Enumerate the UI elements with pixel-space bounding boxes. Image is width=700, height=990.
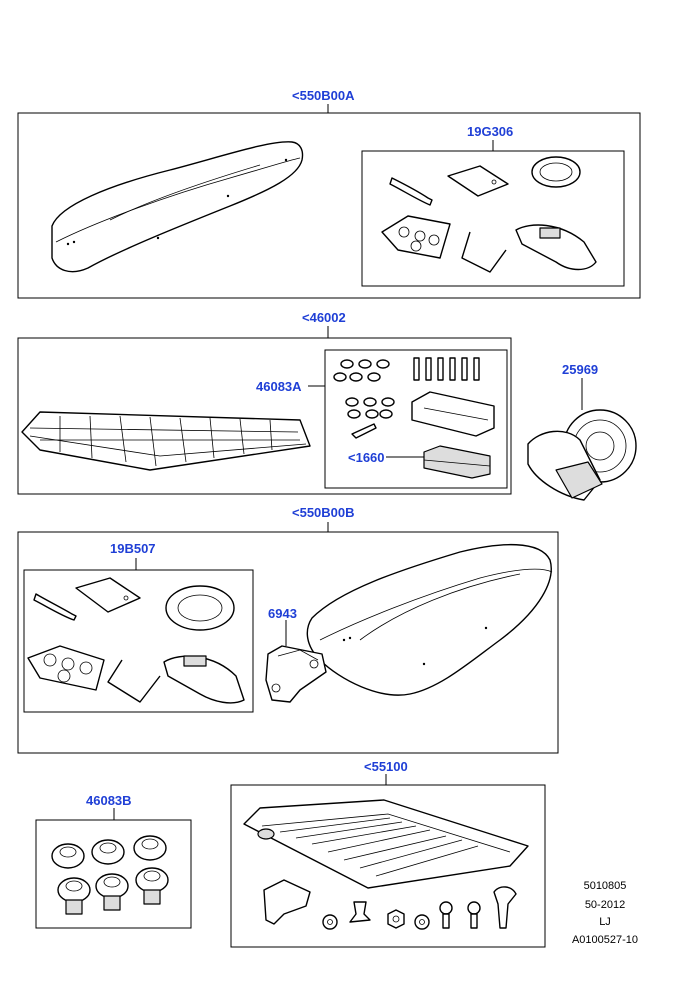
callout-fitting-kit-b[interactable]: 19B507 xyxy=(110,541,156,556)
rack-basket-illustration xyxy=(21,411,311,471)
roof-box-b-illustration xyxy=(306,543,553,696)
callout-box-kit-a[interactable]: <550B00A xyxy=(292,88,355,103)
callout-suction-mounts[interactable]: 46083B xyxy=(86,793,132,808)
callout-box-kit-b[interactable]: <550B00B xyxy=(292,505,355,520)
fitting-kit-a-parts xyxy=(381,156,597,273)
doc-code-1: 5010805 xyxy=(583,880,627,892)
roof-rack-illustration xyxy=(243,799,529,889)
doc-code-3: LJ xyxy=(599,916,611,928)
ratchet-strap-illustration xyxy=(527,378,637,501)
panel-roof-rack xyxy=(230,774,546,948)
doc-code-2: 50-2012 xyxy=(584,899,626,911)
panel-box-kit-b xyxy=(17,522,559,754)
callout-fitting-kit-a[interactable]: 19G306 xyxy=(467,124,514,139)
callout-basket-fitting-kit[interactable]: 46083A xyxy=(256,379,302,394)
box-mount-clamp-illustration xyxy=(265,645,327,703)
callout-box-mount-clamp[interactable]: 6943 xyxy=(268,606,297,621)
callout-roof-rack[interactable]: <55100 xyxy=(364,759,408,774)
basket-fitting-kit-parts xyxy=(333,357,495,479)
panel-box-kit-a xyxy=(17,104,641,299)
fitting-kit-b-parts xyxy=(27,577,245,704)
roof-rack-fixings xyxy=(263,879,517,930)
panel-suction-mounts xyxy=(35,808,192,929)
roof-box-a-illustration xyxy=(51,141,304,273)
callout-ratchet-strap[interactable]: 25969 xyxy=(562,362,599,377)
doc-code-4: A0100527-10 xyxy=(571,934,639,946)
panel-rack-basket xyxy=(17,326,512,495)
callout-rack-basket[interactable]: <46002 xyxy=(302,310,346,325)
callout-basket-mount-pads[interactable]: <1660 xyxy=(348,450,385,465)
suction-mounts-parts xyxy=(51,835,169,915)
